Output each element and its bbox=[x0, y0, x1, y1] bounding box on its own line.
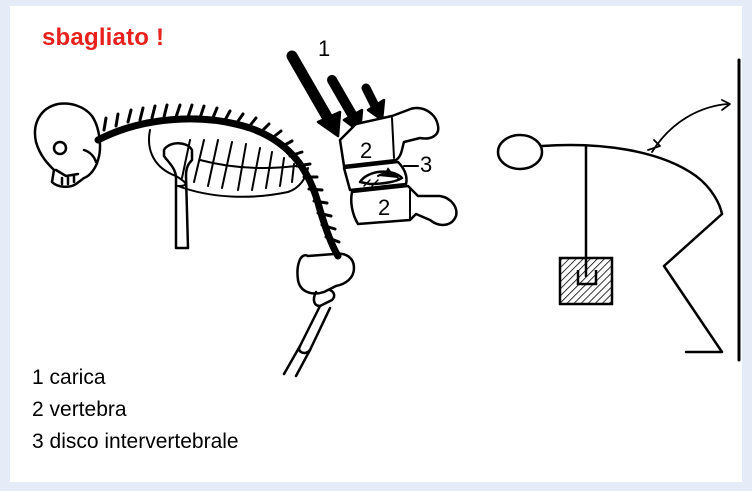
skull bbox=[35, 104, 100, 187]
legend: 1 carica 2 vertebra 3 disco intervertebr… bbox=[32, 362, 239, 458]
skeleton-figure bbox=[35, 104, 354, 377]
legend-item-disc: 3 disco intervertebrale bbox=[32, 426, 239, 458]
angle-arc bbox=[652, 104, 728, 152]
pelvis-and-leg bbox=[284, 254, 354, 376]
weight-block bbox=[560, 258, 612, 304]
lower-vertebra bbox=[351, 186, 456, 225]
callout-vertebra-bottom: 2 bbox=[378, 195, 390, 220]
callout-vertebra-top: 2 bbox=[360, 138, 372, 163]
stick-legs bbox=[664, 214, 722, 352]
rib-cage bbox=[149, 130, 308, 197]
arm bbox=[164, 143, 192, 248]
callout-disc: 3 bbox=[420, 152, 432, 177]
stick-figure bbox=[498, 60, 739, 360]
legend-item-vertebra: 2 vertebra bbox=[32, 394, 239, 426]
callout-load: 1 bbox=[318, 36, 330, 61]
legend-item-load: 1 carica bbox=[32, 362, 239, 394]
stick-back bbox=[542, 145, 722, 214]
stick-head bbox=[498, 135, 542, 169]
